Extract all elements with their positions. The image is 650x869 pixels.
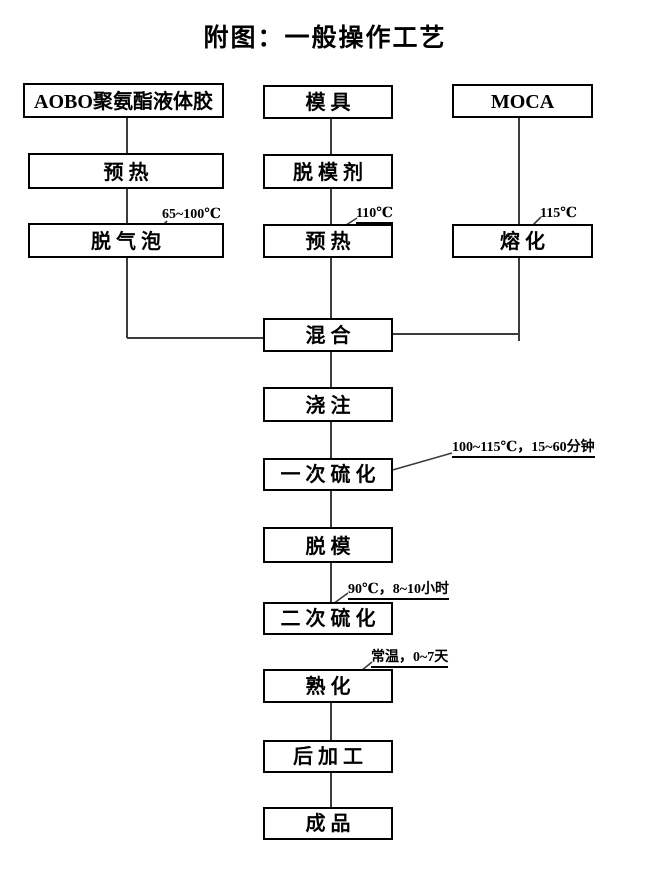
node-preheat-a-label: 预热: [103, 162, 154, 184]
node-moca: MOCA: [452, 84, 593, 118]
node-aging-label: 熟化: [305, 676, 356, 698]
note-cure2-params: 90℃，8~10小时: [348, 582, 450, 600]
note-aging-params: 常温，0~7天: [371, 650, 449, 668]
node-demold-label: 脱模: [305, 536, 356, 558]
node-cure2-label: 二次硫化: [280, 608, 381, 630]
node-release-agent-label: 脱模剂: [293, 162, 368, 184]
node-pour-label: 浇注: [305, 395, 356, 417]
node-material-label: AOBO聚氨酯液体胶: [34, 91, 213, 113]
node-demold: 脱模: [263, 527, 393, 563]
node-mold-label: 模具: [305, 92, 356, 114]
node-preheat-b: 预热: [263, 224, 393, 258]
node-melt: 熔化: [452, 224, 593, 258]
node-mix: 混合: [263, 318, 393, 352]
leader-cure1-note: [388, 452, 453, 472]
node-mix-label: 混合: [305, 325, 356, 347]
node-pour: 浇注: [263, 387, 393, 422]
node-aging: 熟化: [263, 669, 393, 703]
node-preheat-b-label: 预热: [305, 231, 356, 253]
node-finished: 成品: [263, 807, 393, 840]
note-degas-temp: 65~100℃: [162, 207, 222, 222]
node-post-process: 后加工: [263, 740, 393, 773]
node-mold: 模具: [263, 85, 393, 119]
node-degas-label: 脱气泡: [91, 231, 166, 253]
node-post-process-label: 后加工: [293, 746, 368, 768]
node-release-agent: 脱模剂: [263, 154, 393, 189]
node-cure1-label: 一次硫化: [280, 464, 381, 486]
note-melt-temp: 115℃: [540, 206, 578, 221]
node-cure1: 一次硫化: [263, 458, 393, 491]
node-material: AOBO聚氨酯液体胶: [23, 83, 224, 118]
node-melt-label: 熔化: [500, 231, 550, 253]
node-degas: 脱气泡: [28, 223, 224, 258]
diagram-title: 附图：一般操作工艺: [203, 25, 447, 52]
node-moca-label: MOCA: [490, 91, 555, 113]
node-cure2: 二次硫化: [263, 602, 393, 635]
note-cure1-params: 100~115℃，15~60分钟: [452, 440, 595, 458]
node-finished-label: 成品: [305, 813, 356, 835]
note-preheat-b-temp: 110℃: [356, 206, 393, 224]
node-preheat-a: 预热: [28, 153, 224, 189]
